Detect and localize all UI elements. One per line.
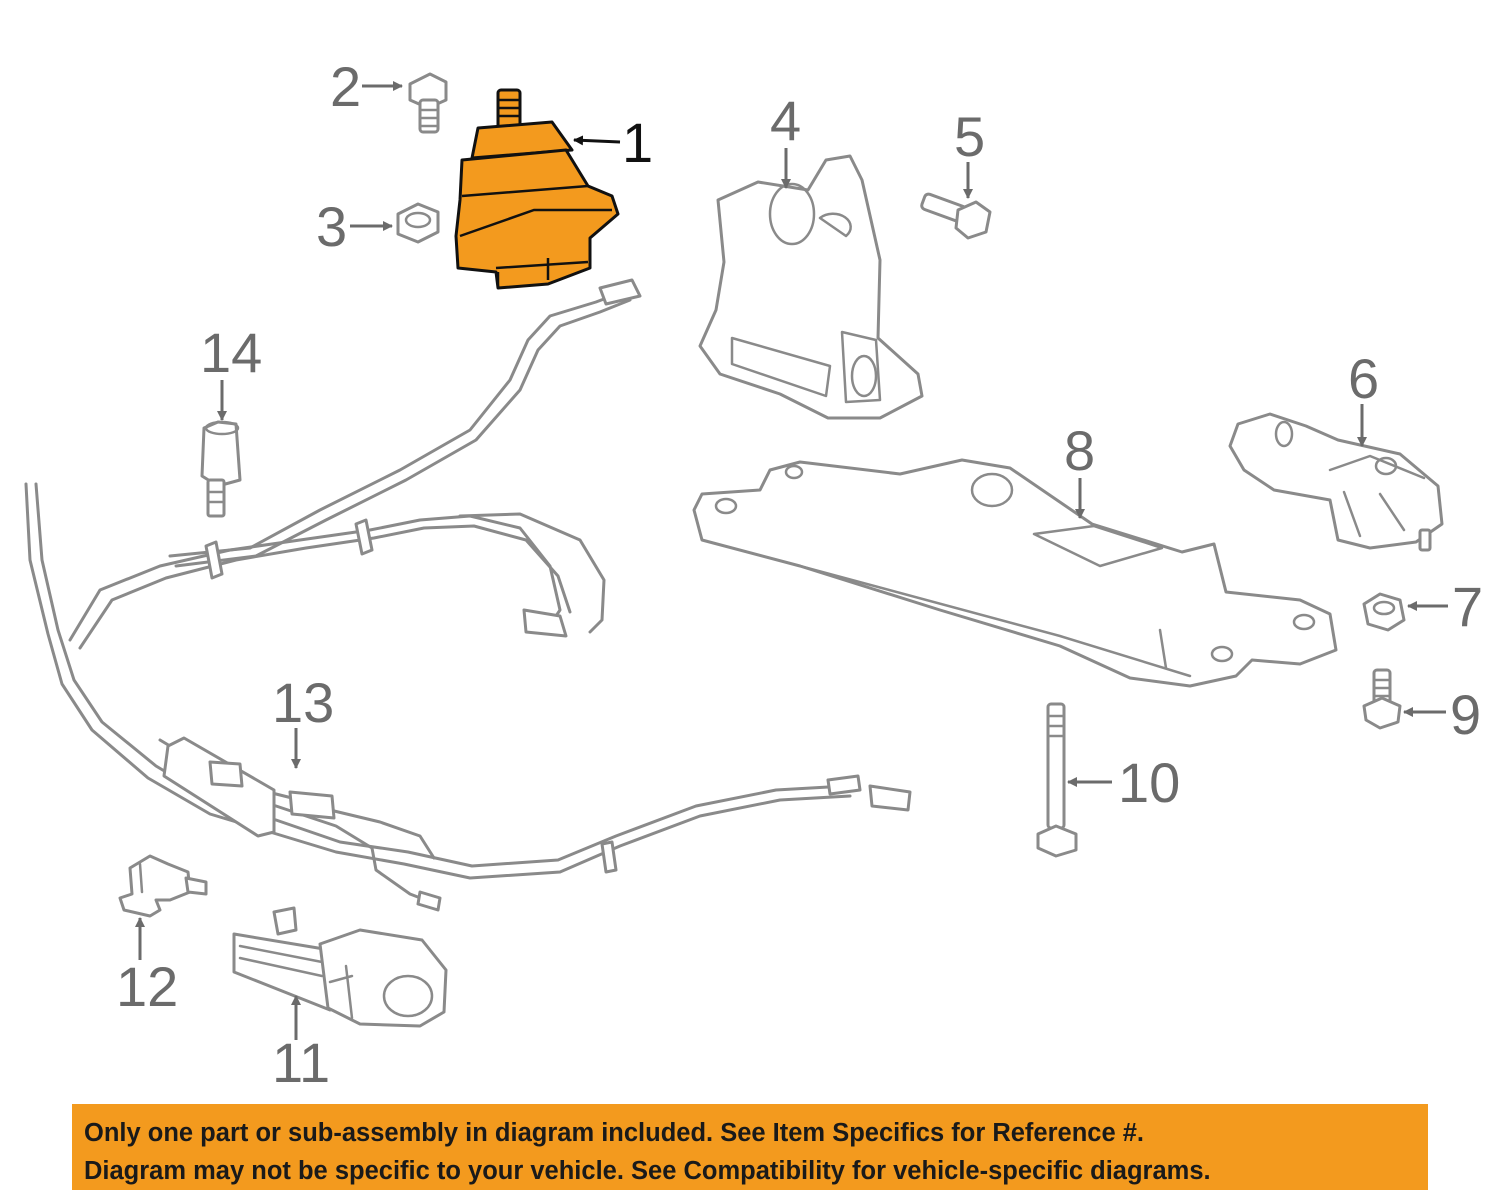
disclaimer-line-2: Diagram may not be specific to your vehi… — [84, 1157, 1211, 1185]
callout-labels: 1 2 3 4 5 6 7 8 9 10 11 12 13 14 — [116, 55, 1483, 1094]
bolt-part-9 — [1362, 668, 1402, 730]
callout-2: 2 — [330, 55, 361, 118]
long-bolt-part-10 — [1036, 702, 1078, 858]
disclaimer-banner: Only one part or sub-assembly in diagram… — [72, 1104, 1428, 1190]
callout-7: 7 — [1452, 575, 1483, 638]
callout-13: 13 — [272, 671, 334, 734]
transmission-mount-part-6 — [1228, 412, 1444, 552]
callout-3: 3 — [316, 195, 347, 258]
mount-bracket-part-4 — [698, 154, 924, 420]
disclaimer-line-1: Only one part or sub-assembly in diagram… — [84, 1119, 1144, 1147]
callout-10: 10 — [1118, 751, 1180, 814]
nut-part-3 — [396, 202, 440, 244]
engine-mount-part-1 — [454, 88, 620, 290]
callout-6: 6 — [1348, 347, 1379, 410]
nut-part-7 — [1362, 592, 1406, 632]
crossmember-part-8 — [692, 458, 1338, 688]
leader-arrows — [135, 81, 1448, 1040]
callout-12: 12 — [116, 955, 178, 1018]
callout-11: 11 — [272, 1031, 330, 1094]
callout-5: 5 — [954, 105, 985, 168]
callout-9: 9 — [1450, 683, 1481, 746]
callout-4: 4 — [770, 89, 801, 152]
callout-14: 14 — [200, 321, 262, 384]
callout-1: 1 — [622, 111, 653, 174]
sensor-part-14 — [200, 420, 242, 518]
callout-8: 8 — [1064, 419, 1095, 482]
actuator-part-11 — [232, 906, 448, 1028]
bolt-part-2 — [408, 72, 448, 134]
sensor-part-12 — [118, 854, 208, 918]
bolt-part-5 — [920, 192, 992, 240]
wiring-harness-part-13 — [24, 278, 912, 912]
